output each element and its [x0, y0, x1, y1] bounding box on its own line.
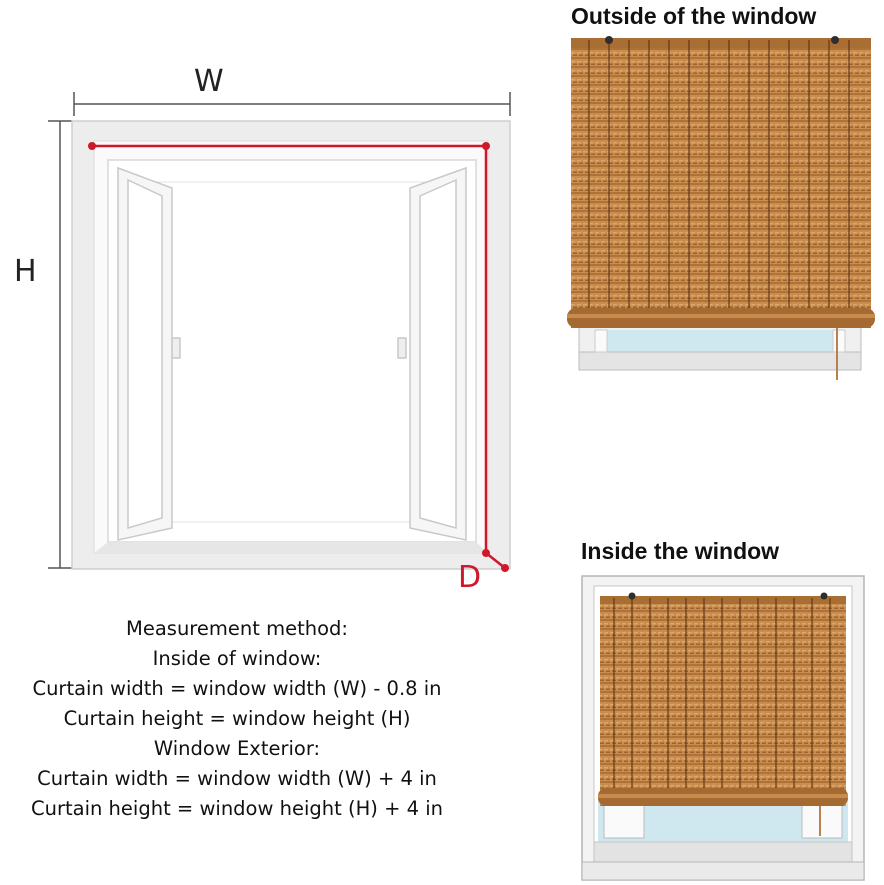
- method-heading: Measurement method:: [126, 617, 348, 640]
- inside-height-formula: Curtain height = window height (H): [63, 707, 411, 730]
- exterior-height-formula: Curtain height = window height (H) + 4 i…: [31, 797, 443, 820]
- measure-point-depth: [501, 564, 509, 572]
- exterior-width-formula: Curtain width = window width (W) + 4 in: [37, 767, 437, 790]
- inside-heading-text: Inside of window:: [152, 647, 322, 670]
- right-window-sash: [397, 166, 467, 541]
- inside-reed-blind: [598, 592, 848, 836]
- exterior-heading-text: Window Exterior:: [153, 737, 321, 760]
- outside-window-frame: [578, 325, 862, 371]
- left-window-sash: [117, 166, 181, 541]
- measure-point-top-left: [88, 142, 96, 150]
- height-dimension-line: [48, 120, 72, 569]
- measurement-method-text: Measurement method: Inside of window: Cu…: [0, 614, 474, 824]
- outside-reed-blind: [567, 36, 875, 380]
- depth-label: D: [458, 560, 482, 595]
- inside-window-heading: Inside the window: [581, 538, 780, 564]
- measurement-guide-line: [92, 144, 506, 569]
- width-label: W: [194, 64, 224, 99]
- outside-mount-blind-photo: [567, 36, 875, 380]
- window-measurement-diagram: [48, 92, 511, 572]
- outside-window-heading: Outside of the window: [571, 3, 817, 29]
- measure-point-top-right: [482, 142, 490, 150]
- measure-point-bottom: [482, 549, 490, 557]
- width-dimension-line: [73, 92, 511, 116]
- height-label: H: [14, 254, 37, 289]
- inside-width-formula: Curtain width = window width (W) - 0.8 i…: [32, 677, 442, 700]
- inside-mount-blind-photo: [581, 575, 865, 881]
